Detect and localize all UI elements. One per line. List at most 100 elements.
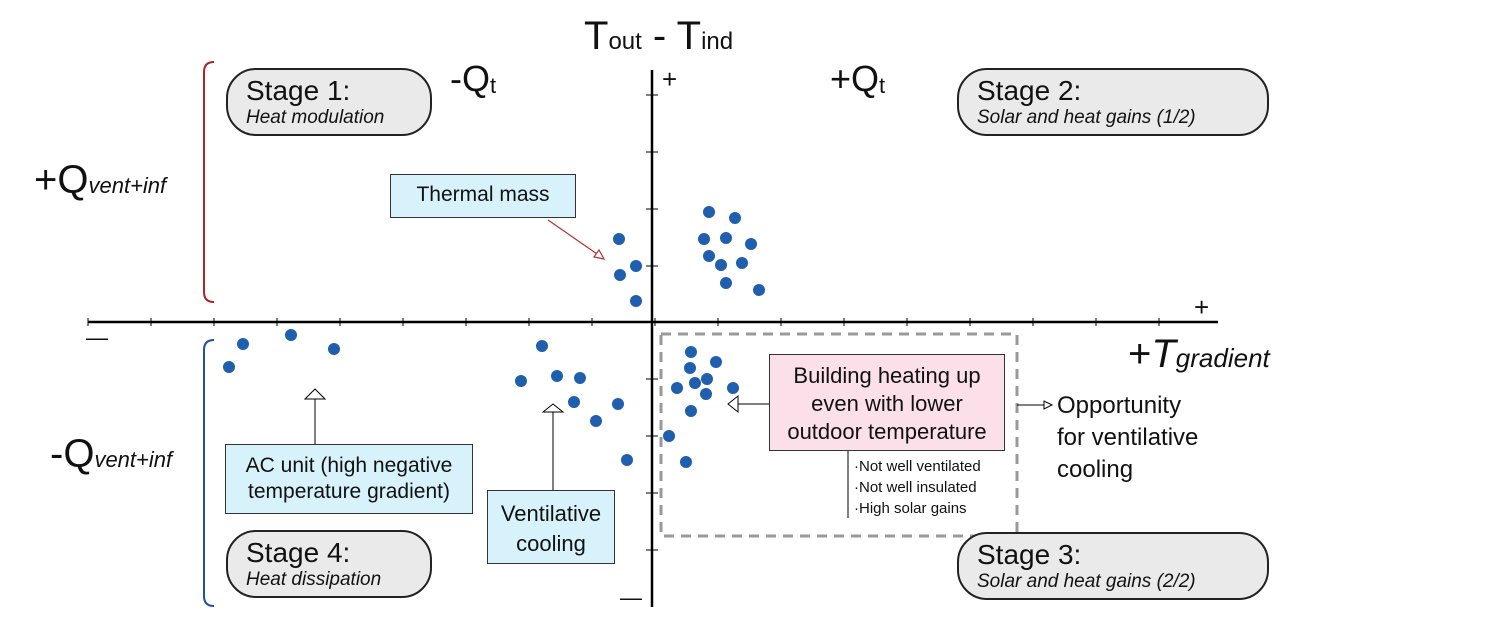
opportunity-text: Opportunity for ventilative cooling xyxy=(1057,390,1198,486)
data-point xyxy=(753,284,765,296)
opportunity-line3: cooling xyxy=(1057,456,1134,483)
heating-causes-list: ·Not well ventilated ·Not well insulated… xyxy=(854,456,981,519)
y-title-sub2: ind xyxy=(701,28,734,55)
data-point xyxy=(574,372,586,384)
y-plus-sign: + xyxy=(662,64,678,94)
heating-line2: even with lower xyxy=(811,391,963,416)
stage2-box: Stage 2: Solar and heat gains (1/2) xyxy=(957,68,1269,136)
stage4-box: Stage 4: Heat dissipation xyxy=(226,530,432,598)
data-point xyxy=(515,375,527,387)
data-point xyxy=(729,212,741,224)
data-point xyxy=(613,233,625,245)
pos-qt-label: +Qt xyxy=(830,58,885,100)
data-point xyxy=(328,343,340,355)
heating-line1: Building heating up xyxy=(793,363,981,388)
data-point xyxy=(745,238,757,250)
ventilative-callout: Ventilative cooling xyxy=(487,490,615,564)
cause-solar: ·High solar gains xyxy=(854,500,967,517)
neg-qvent-label: -Qvent+inf xyxy=(50,432,172,477)
neg-qvent-sub: vent+inf xyxy=(94,447,173,472)
pos-qvent-label: +Qvent+inf xyxy=(34,158,166,203)
data-point xyxy=(237,338,249,350)
ventilative-arrowhead xyxy=(541,403,565,413)
stage1-box: Stage 1: Heat modulation xyxy=(226,68,432,136)
thermal-mass-arrow xyxy=(547,219,601,257)
x-title-sub: gradient xyxy=(1175,343,1270,373)
data-point xyxy=(689,377,701,389)
data-point xyxy=(700,388,712,400)
data-point xyxy=(671,382,683,394)
data-point xyxy=(612,398,624,410)
heating-arrowhead xyxy=(727,394,739,414)
stage4-subtitle: Heat dissipation xyxy=(246,569,382,590)
data-point xyxy=(727,382,739,394)
data-point xyxy=(663,430,675,442)
x-title-prefix: + xyxy=(1128,332,1152,376)
stage1-bracket xyxy=(203,61,215,303)
data-points xyxy=(223,206,765,468)
data-point xyxy=(701,373,713,385)
data-point xyxy=(590,415,602,427)
stage3-title: Stage 3: xyxy=(977,539,1082,570)
thermal-mass-text: Thermal mass xyxy=(416,183,550,206)
data-point xyxy=(710,356,722,368)
stage1-subtitle: Heat modulation xyxy=(246,107,385,128)
stage2-subtitle: Solar and heat gains (1/2) xyxy=(977,107,1196,128)
x-title-main: T xyxy=(1151,332,1176,376)
neg-qvent-main: -Q xyxy=(50,432,95,476)
data-point xyxy=(698,233,710,245)
thermal-mass-callout: Thermal mass xyxy=(390,174,576,218)
ventilative-line1: Ventilative xyxy=(500,501,602,526)
data-point xyxy=(684,362,696,374)
y-title-main2: T xyxy=(676,14,702,58)
x-plus-sign: + xyxy=(1194,292,1210,322)
cause-insulation: ·Not well insulated xyxy=(854,479,977,496)
data-point xyxy=(621,454,633,466)
data-point xyxy=(568,396,580,408)
pos-qt-sub: t xyxy=(879,73,886,98)
cause-ventilation: ·Not well ventilated xyxy=(854,458,981,475)
y-title-sub1: out xyxy=(608,28,642,55)
heating-line3: outdoor temperature xyxy=(787,419,987,444)
ac-unit-callout: AC unit (high negative temperature gradi… xyxy=(225,444,473,514)
data-point xyxy=(536,340,548,352)
ac-unit-arrowhead xyxy=(303,388,327,400)
data-point xyxy=(685,405,697,417)
stage3-region xyxy=(659,332,1019,538)
ac-unit-line2: temperature gradient) xyxy=(248,480,450,503)
pos-qt-main: +Q xyxy=(830,58,880,99)
pos-qvent-sub: vent+inf xyxy=(88,173,167,198)
data-point xyxy=(736,257,748,269)
y-title-sep: - xyxy=(641,14,677,58)
x-axis-ticks xyxy=(87,318,1160,326)
opportunity-line1: Opportunity xyxy=(1057,392,1182,419)
data-point xyxy=(285,329,297,341)
opportunity-line2: for ventilative xyxy=(1057,424,1199,451)
data-point xyxy=(720,277,732,289)
stage4-bracket xyxy=(203,339,215,607)
neg-qt-sub: t xyxy=(490,73,497,98)
data-point xyxy=(630,260,642,272)
opportunity-arrowhead xyxy=(1043,400,1054,410)
thermal-mass-arrowhead xyxy=(592,248,606,260)
heating-callout: Building heating up even with lower outd… xyxy=(769,354,1005,451)
pos-qvent-main: +Q xyxy=(34,158,89,202)
y-axis-ticks xyxy=(646,94,658,551)
y-title-main1: T xyxy=(584,14,609,58)
data-point xyxy=(685,346,697,358)
data-point xyxy=(614,269,626,281)
stage3-subtitle: Solar and heat gains (2/2) xyxy=(977,571,1196,592)
y-axis-title: Tout - Tind xyxy=(584,14,733,59)
data-point xyxy=(715,259,727,271)
neg-qt-label: -Qt xyxy=(450,58,496,100)
data-point xyxy=(630,295,642,307)
neg-qt-main: -Q xyxy=(450,58,490,99)
data-point xyxy=(680,456,692,468)
x-minus-sign: — xyxy=(86,325,108,350)
ac-unit-line1: AC unit (high negative xyxy=(245,454,453,477)
stage2-title: Stage 2: xyxy=(977,75,1082,106)
stage3-box: Stage 3: Solar and heat gains (2/2) xyxy=(957,532,1269,600)
data-point xyxy=(703,250,715,262)
x-axis-title: +Tgradient xyxy=(1128,332,1270,377)
